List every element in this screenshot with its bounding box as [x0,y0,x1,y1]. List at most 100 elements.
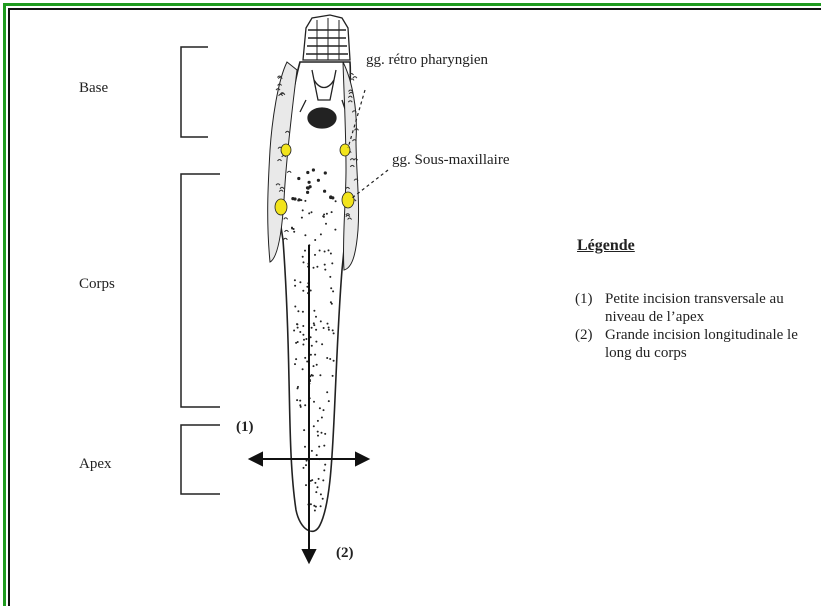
tongue-dot [302,209,304,211]
tongue-dot [331,211,333,213]
tongue-dot [324,171,327,174]
incision-1-arrow-right [356,453,368,465]
legend-item: (1) Petite incision transversale au nive… [575,290,805,326]
tongue-dot [315,491,317,493]
tongue-dot [318,446,320,448]
tongue-dot [319,407,321,409]
tongue-dot [316,364,318,366]
tongue-dot [312,168,315,171]
label-incision-2: (2) [336,545,354,562]
tongue-dot [328,249,330,251]
tongue-dot [305,338,307,340]
tongue-dot [311,327,313,329]
tongue-dot [321,417,323,419]
tongue-dot [317,179,320,182]
tongue-dot [293,231,295,233]
tongue-dot [304,250,306,252]
tongue-dot [320,505,322,507]
tongue-dot [313,365,315,367]
tongue-dot [294,306,296,308]
tongue-dot [301,217,303,219]
tongue-dot [326,357,328,359]
tongue-dot [317,431,319,433]
tongue-dot [318,478,320,480]
tongue-dot [297,310,299,312]
tongue-dot [330,287,332,289]
label-apex: Apex [79,456,112,473]
tongue-dot [310,354,312,356]
tongue-dot [295,358,297,360]
tongue-dot [323,469,325,471]
label-base: Base [79,80,108,97]
tongue-dot [317,420,319,422]
tongue-dot [314,354,316,356]
tongue-dot [296,399,298,401]
tongue-dot [313,324,315,326]
tongue-dot [326,391,328,393]
tongue-dot [300,199,302,201]
tongue-dot [306,186,309,189]
tongue-dot [329,358,331,360]
tongue-dot [303,467,305,469]
tongue-dot [304,200,306,202]
tongue-dot [291,228,293,230]
tongue-dot [325,223,327,225]
tongue-dot [315,341,317,343]
tongue-dot [302,325,304,327]
tongue-dot [294,363,296,365]
tongue-dot [320,233,322,235]
tongue-dot [324,433,326,435]
tongue-dot [299,404,301,406]
tongue-dot [333,332,335,334]
gland-retro-left [281,144,291,156]
tongue-dot [322,215,324,217]
legend-item-text: Petite incision transversale au niveau d… [605,290,805,326]
tongue-dot [297,341,299,343]
tongue-dot [326,213,328,215]
tongue-dot [328,400,330,402]
tongue-dot [302,256,304,258]
tongue-dot [319,250,321,252]
tongue-dot [317,486,319,488]
label-corps: Corps [79,276,115,293]
tongue-dot [320,320,322,322]
tongue-dot [314,482,316,484]
tongue-dot [313,401,315,403]
tongue-dot [330,301,332,303]
tongue-dot [320,493,322,495]
tongue-dot [310,480,312,482]
tongue-dot [313,267,315,269]
tongue-dot [296,323,298,325]
tongue-dot [312,375,314,377]
tongue-dot [306,191,309,194]
incision-2-arrow [303,550,315,562]
tongue-dot [314,239,316,241]
tongue-dot [304,404,306,406]
tongue-dot [331,262,333,264]
tongue-dot [334,229,336,231]
bracket-apex [181,425,220,494]
tongue-dot [329,195,332,198]
tongue-dot [304,357,306,359]
tongue-dot [316,266,318,268]
tongue-dot [302,290,304,292]
tongue-dot [297,200,299,202]
tongue-dot [332,290,334,292]
gland-retro-right [340,144,350,156]
tongue-dot [299,400,301,402]
tongue-dot [324,464,326,466]
texture-mark [350,79,354,81]
tongue-dot [299,331,301,333]
tongue-dot [332,329,334,331]
label-incision-1: (1) [236,419,254,436]
tongue-dot [308,212,310,214]
legend-list: (1) Petite incision transversale au nive… [575,290,805,362]
incision-1-arrow-left [250,453,262,465]
legend-item: (2) Grande incision longitudinale le lon… [575,326,805,362]
tongue-dot [302,368,304,370]
tongue-dot [293,197,296,200]
tongue-dot [323,327,325,329]
tongue-dot [327,323,329,325]
tongue-dot [333,360,335,362]
tongue-dot [299,281,301,283]
